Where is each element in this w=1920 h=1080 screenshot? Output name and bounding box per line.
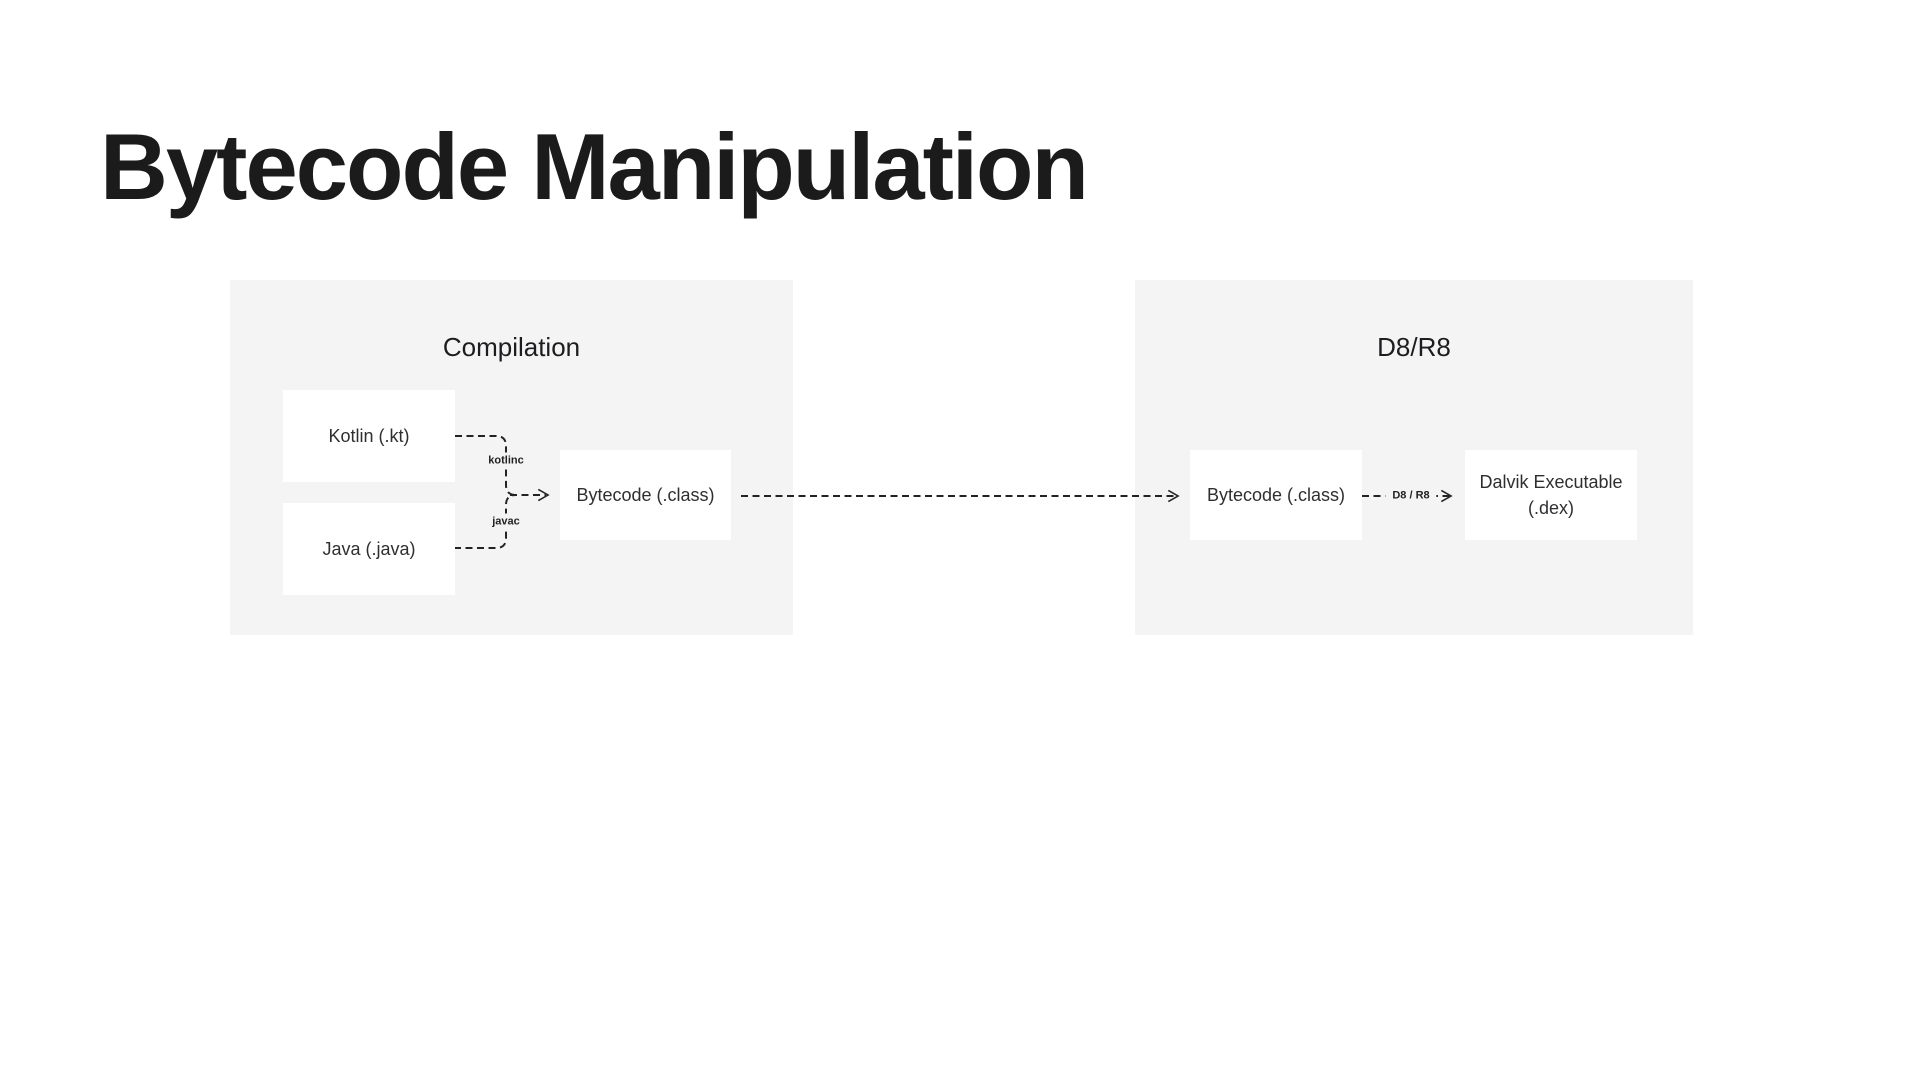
node-bytecode-class-right-label: Bytecode (.class) [1206,484,1346,505]
node-bytecode-class-right: Bytecode (.class) [1190,450,1362,540]
node-bytecode-class-left: Bytecode (.class) [560,450,731,540]
panel-compilation-title: Compilation [442,332,581,362]
page-title: Bytecode Manipulation [100,114,1089,219]
edge-label-kotlinc: kotlinc [484,452,528,470]
edge-label-d8r8: D8 / R8 [1385,487,1437,505]
edge-label-javac: javac [488,513,524,531]
panel-d8r8-title: D8/R8 [1377,332,1451,362]
node-dalvik-executable: Dalvik Executable (.dex) [1465,450,1637,540]
node-kotlin: Kotlin (.kt) [283,390,455,482]
node-java-label: Java (.java) [322,538,416,559]
node-java: Java (.java) [283,503,455,595]
node-bytecode-class-left-label: Bytecode (.class) [576,484,715,505]
node-kotlin-label: Kotlin (.kt) [328,425,410,446]
node-dalvik-executable-label: Dalvik Executable (.dex) [1479,471,1623,518]
